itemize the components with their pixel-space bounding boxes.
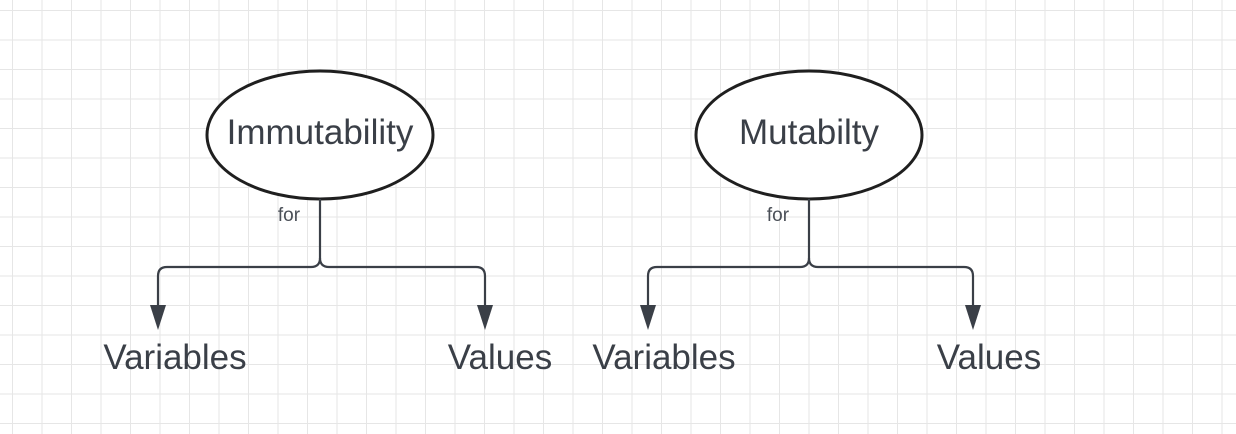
leaf-label-variables-1: Variables (103, 338, 246, 377)
leaf-label-values-1: Values (448, 338, 552, 377)
arrowhead-immutability-values (477, 305, 493, 330)
root-label-immutability: Immutability (227, 113, 414, 152)
tree-immutability: Immutability for Variables Values (103, 69, 552, 377)
edge-label-for-mutability: for (767, 205, 790, 226)
root-label-mutability: Mutabilty (739, 113, 880, 152)
tree-mutability: Mutabilty for Variables Values (592, 69, 1041, 377)
leaf-label-variables-2: Variables (592, 338, 735, 377)
arrowhead-mutability-variables (640, 305, 656, 330)
connector-immutability-to-values (318, 257, 487, 306)
connector-immutability-to-variables (156, 265, 311, 306)
arrowhead-immutability-variables (150, 305, 166, 330)
connector-mutability-trunk (799, 199, 811, 269)
arrowhead-mutability-values (965, 305, 981, 330)
leaf-label-values-2: Values (937, 338, 1041, 377)
connector-mutability-to-variables (646, 265, 800, 306)
edge-label-for-immutability: for (278, 205, 301, 226)
connector-immutability-trunk (310, 199, 322, 269)
connector-mutability-to-values (807, 257, 975, 306)
